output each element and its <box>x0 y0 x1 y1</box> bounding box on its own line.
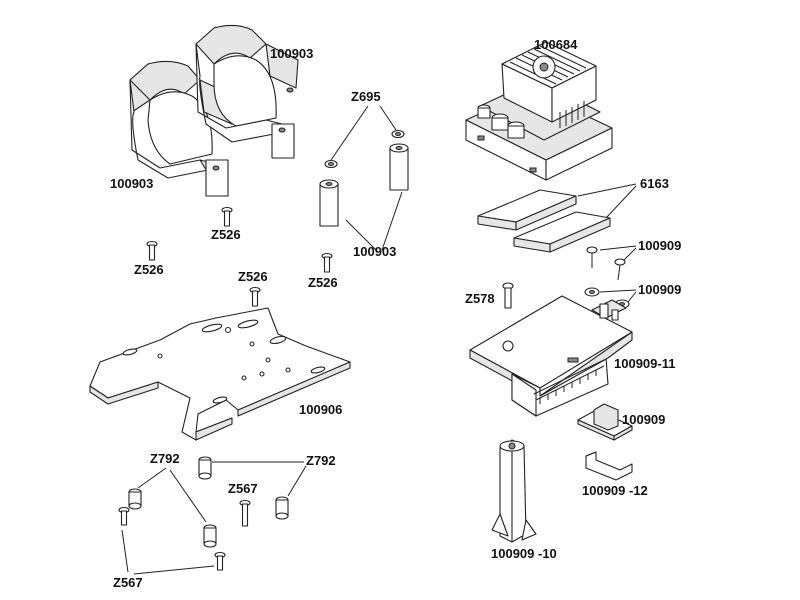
label-fan-washers: 100909 <box>638 282 682 297</box>
base-plate <box>89 307 351 441</box>
label-washers: Z695 <box>351 89 381 104</box>
label-switch: 100909 <box>622 412 666 427</box>
screw-z526-a <box>221 206 233 227</box>
label-z567-center: Z567 <box>228 481 258 496</box>
label-esc-tray: 100909-11 <box>614 356 676 371</box>
screw-z526-d <box>249 286 261 307</box>
tape-pads <box>477 189 611 253</box>
screw-z567-3 <box>214 551 226 571</box>
label-motor-mount-upper: 100903 <box>270 46 314 61</box>
motor-mount-upper <box>195 24 299 159</box>
label-screw-z526-d: Z526 <box>238 269 268 284</box>
switch <box>577 403 633 441</box>
label-screw-z526-c: Z526 <box>308 275 338 290</box>
esc-tray <box>469 295 633 417</box>
screw-z567-1 <box>239 499 251 527</box>
label-screw-z526-a: Z526 <box>211 227 241 242</box>
plate-slots <box>122 319 326 404</box>
screw-z792-4 <box>203 524 217 548</box>
label-esc: 100684 <box>534 37 578 52</box>
washers <box>324 129 405 169</box>
screw-z792-2 <box>198 456 212 480</box>
label-tape-pads: 6163 <box>640 176 669 191</box>
spacer-posts <box>319 143 409 227</box>
label-z567-left: Z567 <box>113 575 143 590</box>
screw-z578 <box>502 282 514 309</box>
esc-unit <box>465 41 613 181</box>
label-screw-z578: Z578 <box>465 291 495 306</box>
label-tray-post: 100909 -10 <box>491 546 557 561</box>
screw-z526-c <box>321 252 333 273</box>
label-z792-left: Z792 <box>150 451 180 466</box>
label-motor-mount-lower: 100903 <box>110 176 154 191</box>
screw-z526-b <box>146 240 158 261</box>
label-spacer-posts: 100903 <box>353 244 397 259</box>
label-fan-screws: 100909 <box>638 238 682 253</box>
screw-z567-2 <box>118 506 130 526</box>
screw-z792-1 <box>128 488 142 510</box>
switch-clip <box>585 451 633 481</box>
label-z792-right: Z792 <box>306 453 336 468</box>
leader-lines <box>121 105 637 575</box>
label-screw-z526-b: Z526 <box>134 262 164 277</box>
label-switch-clip: 100909 -12 <box>582 483 648 498</box>
tray-post <box>491 439 537 543</box>
label-base-plate: 100906 <box>299 402 343 417</box>
screw-z792-3 <box>275 496 289 520</box>
fan-screws <box>586 246 626 281</box>
